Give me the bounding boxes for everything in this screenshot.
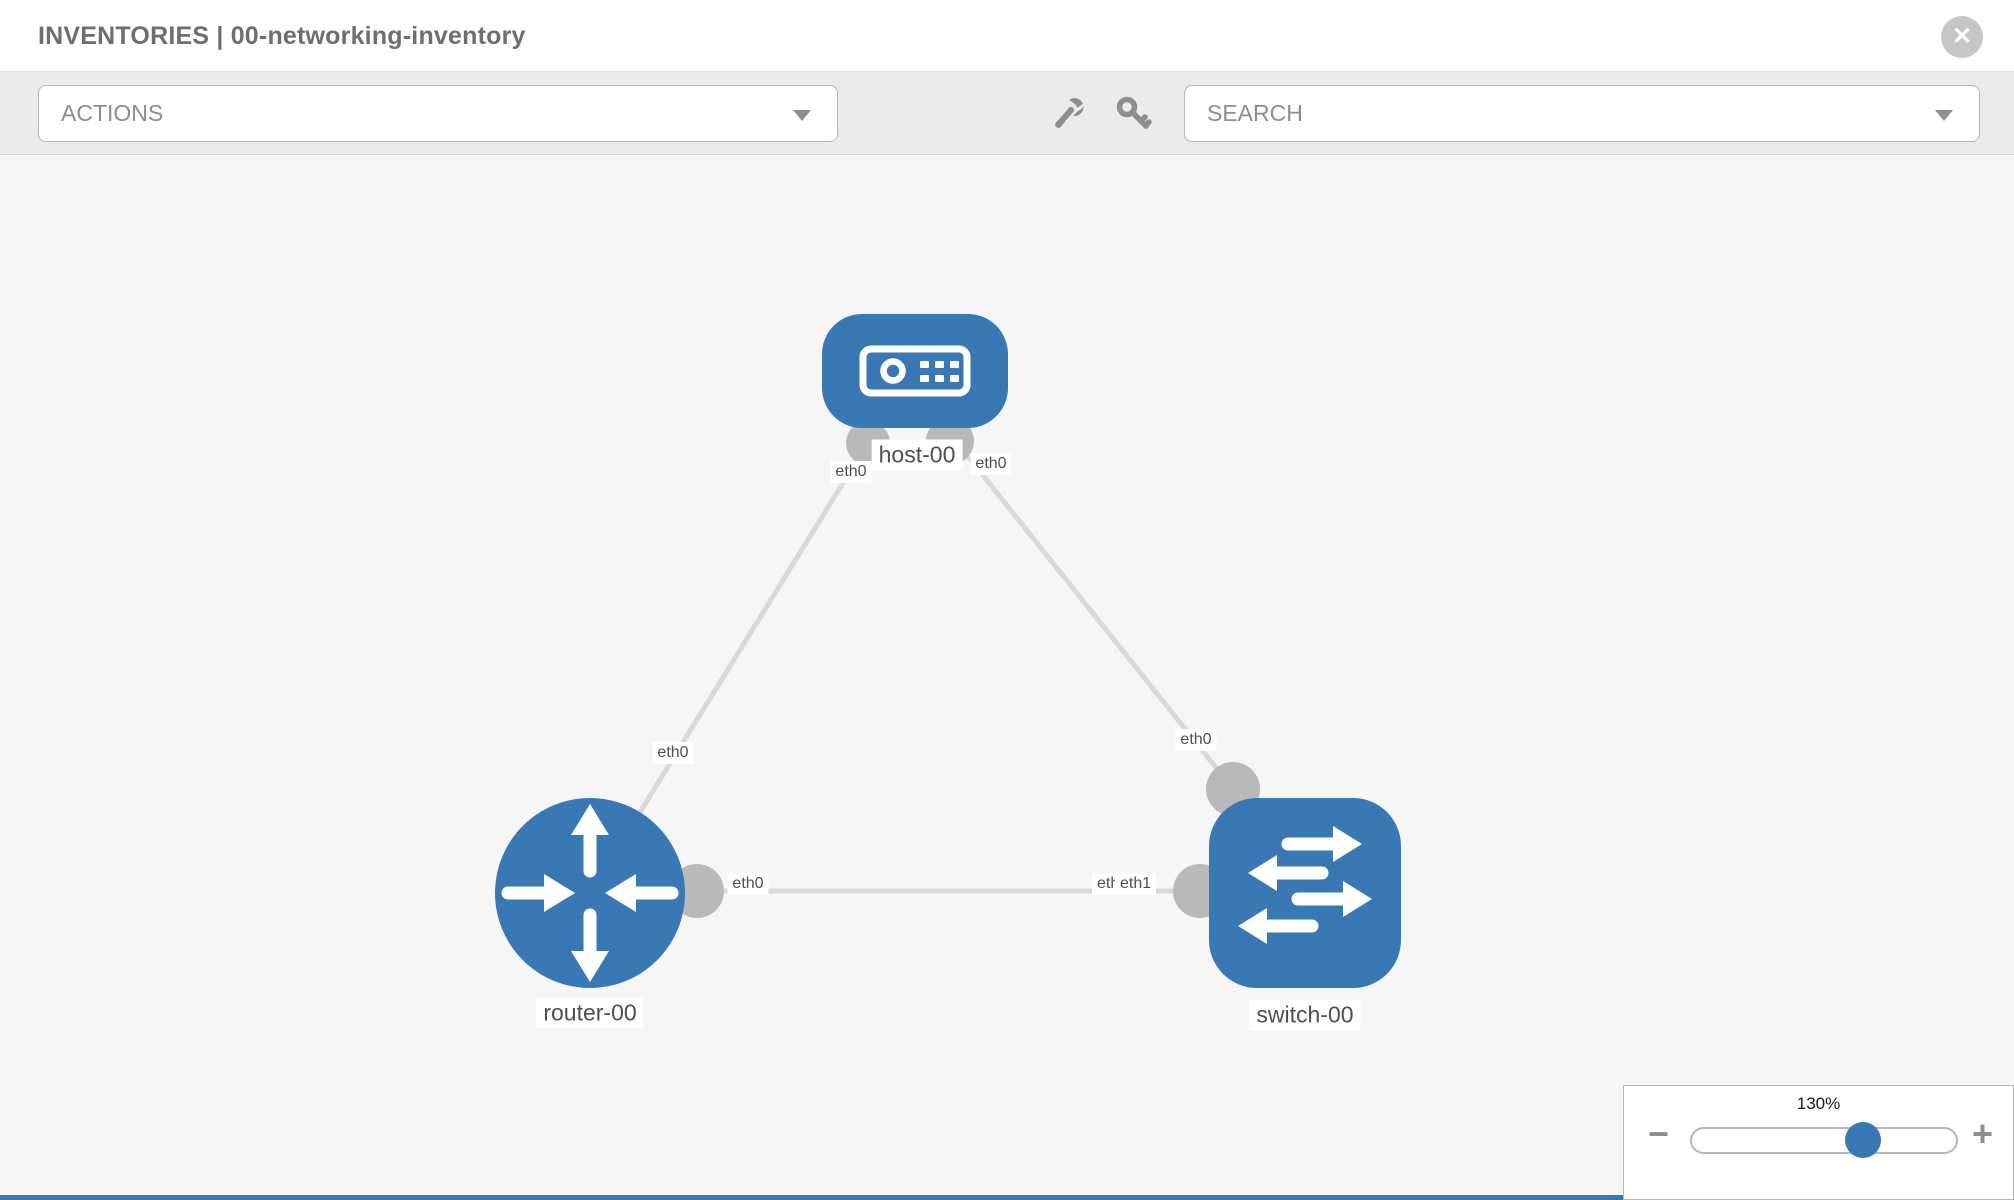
toolbar: ACTIONS SEARCH (0, 72, 2014, 155)
iface-label: eth0 (652, 742, 694, 764)
chevron-down-icon (793, 110, 811, 121)
page-title: INVENTORIES | 00-networking-inventory (38, 22, 526, 50)
topology-graph (495, 314, 1401, 988)
search-dropdown-label: SEARCH (1207, 100, 1303, 126)
zoom-slider[interactable] (1690, 1122, 1958, 1158)
wrench-icon (1055, 98, 1084, 128)
actions-dropdown[interactable]: ACTIONS (38, 85, 838, 142)
panel-header: INVENTORIES | 00-networking-inventory ✕ (0, 0, 2014, 72)
iface-label: eth0 (727, 873, 769, 895)
zoom-panel: 130% − + (1623, 1085, 2014, 1200)
node-router-00[interactable] (495, 798, 685, 988)
chevron-down-icon (1935, 110, 1953, 121)
zoom-level: 130% (1796, 1094, 1841, 1113)
bottom-panel-edge (0, 1195, 1623, 1200)
wrench-button[interactable] (1046, 94, 1090, 134)
actions-dropdown-label: ACTIONS (61, 100, 164, 126)
close-icon[interactable]: ✕ (1941, 16, 1983, 58)
zoom-slider-thumb[interactable] (1845, 1122, 1881, 1158)
key-button[interactable] (1112, 94, 1156, 134)
interface-ports (670, 417, 1260, 918)
switch-icon (1238, 826, 1372, 944)
key-icon (1116, 96, 1152, 129)
iface-label: eth0 (1175, 729, 1217, 751)
zoom-in-button[interactable]: + (1972, 1113, 1994, 1154)
search-dropdown[interactable]: SEARCH (1184, 85, 1980, 142)
iface-label: eth0 (830, 461, 872, 483)
node-label-router: router-00 (536, 997, 644, 1029)
host-icon (859, 345, 971, 397)
node-label-switch: switch-00 (1249, 999, 1361, 1031)
topology-canvas[interactable]: eth0 eth0 eth0 eth0 eth0 eth0 eth1 host-… (0, 156, 2014, 1200)
iface-label: eth1 (1115, 873, 1157, 895)
node-label-host: host-00 (871, 439, 963, 471)
node-switch-00[interactable] (1209, 798, 1401, 988)
node-host-00[interactable] (822, 314, 1008, 428)
iface-label: eth0 (970, 453, 1012, 475)
zoom-out-button[interactable]: − (1648, 1113, 1670, 1154)
topology-links (587, 432, 1235, 895)
router-icon (501, 804, 679, 982)
